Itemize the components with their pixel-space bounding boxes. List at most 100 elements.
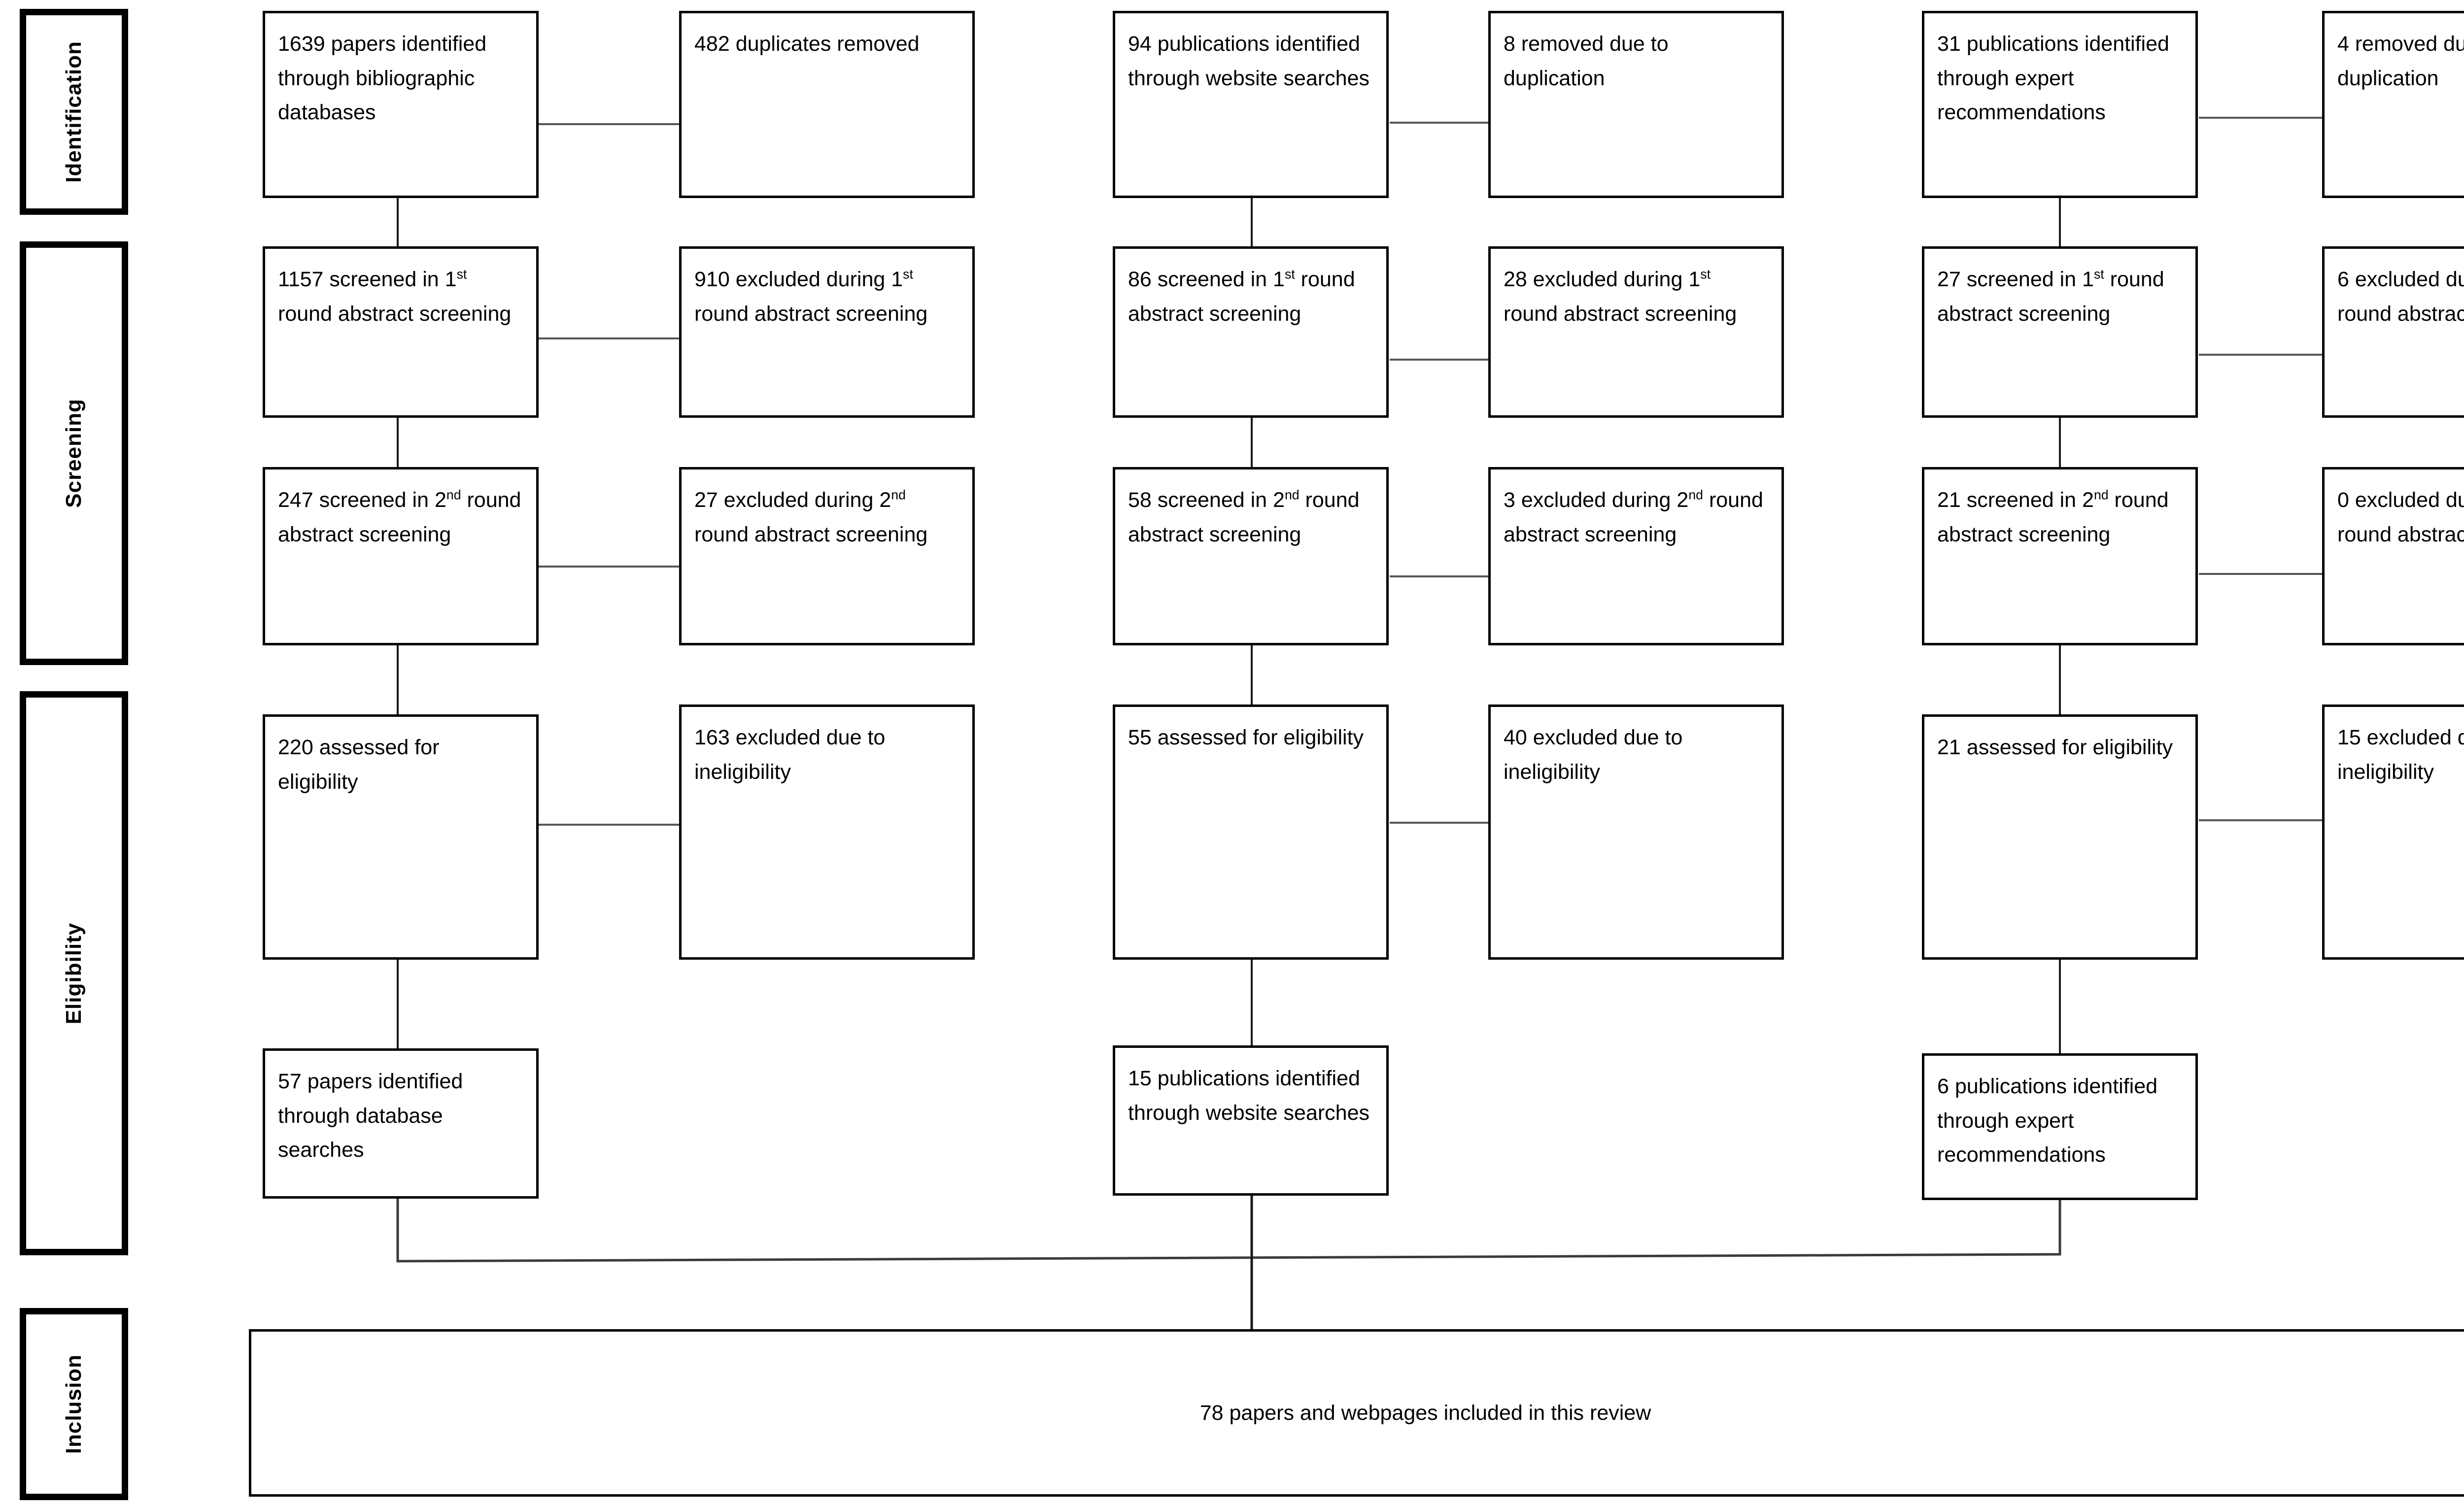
connector-s1-to-s2-experts — [2059, 418, 2061, 467]
node-screening1-databases: 1157 screened in 1st round abstract scre… — [263, 246, 539, 418]
node-screening1-experts-excluded: 6 excluded during 1st round abstract scr… — [2322, 246, 2464, 418]
node-text: 27 excluded during 2nd round abstract sc… — [694, 483, 959, 552]
node-text-ordinal-suffix: st — [456, 267, 467, 282]
node-text-suffix: round abstract screening — [1128, 268, 1355, 326]
node-text-ordinal-suffix: nd — [1284, 487, 1300, 503]
node-text-prefix: 247 screened in — [278, 488, 435, 512]
node-text: 28 excluded during 1st round abstract sc… — [1504, 263, 1769, 331]
node-text-prefix: 21 screened in — [1937, 488, 2083, 512]
node-text-ordinal-suffix: nd — [2093, 487, 2109, 503]
node-eligibility-websites: 55 assessed for eligibility — [1113, 704, 1389, 960]
connector-s2-to-el-databases — [397, 645, 399, 714]
node-text-suffix: round abstract screening — [278, 302, 512, 326]
node-screening1-databases-excluded: 910 excluded during 1st round abstract s… — [679, 246, 975, 418]
connector-id-to-s1-websites — [1251, 197, 1253, 246]
connector-s1-to-s2-websites — [1251, 418, 1253, 467]
connector-s2-to-el-websites — [1251, 645, 1253, 714]
connector-el-to-final-websites — [1251, 960, 1253, 1048]
connector-el-to-final-databases — [397, 960, 399, 1048]
node-screening2-databases: 247 screened in 2nd round abstract scree… — [263, 467, 539, 645]
connector-excl-s1-websites — [1390, 359, 1488, 361]
stage-box-inclusion: Inclusion — [20, 1308, 128, 1500]
connector-excl-el-databases — [537, 824, 680, 826]
node-text-suffix: round abstract screening — [2337, 302, 2464, 326]
stage-box-screening: Screening — [20, 241, 128, 665]
node-text: 247 screened in 2nd round abstract scree… — [278, 483, 523, 552]
stage-box-identification: Identification — [20, 9, 128, 215]
connector-excl-id-databases — [537, 123, 680, 125]
node-text-ordinal-suffix: nd — [891, 487, 906, 503]
node-text-ordinal-suffix: nd — [446, 487, 461, 503]
connector-excl-s2-databases — [537, 566, 680, 568]
connector-id-to-s1-databases — [397, 197, 399, 246]
node-text-prefix: 0 excluded during — [2337, 488, 2464, 512]
node-text-suffix: round abstract screening — [694, 522, 928, 546]
node-text-suffix: round abstract screening — [694, 302, 928, 326]
node-text: 94 publications identified through websi… — [1128, 32, 1370, 90]
node-identification-experts: 31 publications identified through exper… — [1922, 11, 2198, 198]
node-text: 21 screened in 2nd round abstract screen… — [1937, 483, 2183, 552]
stage-label-screening: Screening — [62, 399, 86, 508]
node-screening2-experts: 21 screened in 2nd round abstract screen… — [1922, 467, 2198, 645]
node-text: 8 removed due to duplication — [1504, 32, 1669, 90]
node-text-prefix: 27 screened in — [1937, 268, 2083, 291]
node-text: 482 duplicates removed — [694, 32, 920, 56]
connector-excl-el-experts — [2199, 819, 2322, 821]
connector-excl-el-websites — [1390, 822, 1488, 824]
node-text-ordinal: 2 — [434, 488, 446, 512]
node-text: 6 publications identified through expert… — [1937, 1074, 2158, 1167]
node-final-experts: 6 publications identified through expert… — [1922, 1053, 2198, 1200]
node-text-suffix: round abstract screening — [278, 488, 521, 546]
node-text-prefix: 910 excluded during — [694, 268, 891, 291]
node-text-ordinal-suffix: st — [1284, 267, 1295, 282]
node-identification-experts-excluded: 4 removed due to duplication — [2322, 11, 2464, 198]
node-eligibility-databases-excluded: 163 excluded due to ineligibility — [679, 704, 975, 960]
node-text: 15 publications identified through websi… — [1128, 1067, 1370, 1125]
node-screening1-websites-excluded: 28 excluded during 1st round abstract sc… — [1488, 246, 1784, 418]
node-text-prefix: 28 excluded during — [1504, 268, 1689, 291]
node-text: 910 excluded during 1st round abstract s… — [694, 263, 959, 331]
stage-label-identification: Identification — [62, 41, 86, 183]
node-text-ordinal: 1 — [1273, 268, 1285, 291]
node-text-suffix: round abstract screening — [1937, 488, 2169, 546]
node-text-ordinal: 2 — [1677, 488, 1689, 512]
node-text: 15 excluded due to ineligibility — [2337, 726, 2464, 784]
node-text-suffix: round abstract screening — [1128, 488, 1360, 546]
node-text-ordinal-suffix: st — [2093, 267, 2104, 282]
node-identification-databases: 1639 papers identified through bibliogra… — [263, 11, 539, 198]
node-text-ordinal: 1 — [445, 268, 457, 291]
node-screening2-databases-excluded: 27 excluded during 2nd round abstract sc… — [679, 467, 975, 645]
node-text-ordinal: 2 — [2082, 488, 2094, 512]
node-text: 57 papers identified through database se… — [278, 1070, 463, 1162]
connector-id-to-s1-experts — [2059, 197, 2061, 246]
node-text: 21 assessed for eligibility — [1937, 736, 2173, 759]
node-text-suffix: round abstract screening — [2337, 522, 2464, 546]
connector-excl-s2-experts — [2199, 573, 2322, 575]
node-identification-websites-excluded: 8 removed due to duplication — [1488, 11, 1784, 198]
node-text: 55 assessed for eligibility — [1128, 726, 1364, 749]
connector-el-to-final-experts — [2059, 960, 2061, 1053]
inclusion-banner-text: 78 papers and webpages included in this … — [1199, 1401, 1651, 1425]
stage-box-eligibility: Eligibility — [20, 691, 128, 1255]
node-eligibility-experts-excluded: 15 excluded due to ineligibility — [2322, 704, 2464, 960]
connector-excl-s1-databases — [537, 337, 680, 339]
node-text-ordinal-suffix: st — [903, 267, 913, 282]
node-text-prefix: 1157 screened in — [278, 268, 445, 291]
node-text-suffix: round abstract screening — [1504, 488, 1763, 546]
node-text: 31 publications identified through exper… — [1937, 32, 2169, 125]
node-text: 86 screened in 1st round abstract screen… — [1128, 263, 1373, 331]
node-text-ordinal: 1 — [1688, 268, 1701, 291]
node-screening2-websites: 58 screened in 2nd round abstract screen… — [1113, 467, 1389, 645]
node-text: 1157 screened in 1st round abstract scre… — [278, 263, 523, 331]
node-text: 1639 papers identified through bibliogra… — [278, 32, 487, 125]
node-text: 6 excluded during 1st round abstract scr… — [2337, 263, 2464, 331]
connector-s2-to-el-experts — [2059, 645, 2061, 714]
node-final-databases: 57 papers identified through database se… — [263, 1048, 539, 1199]
node-text-ordinal: 1 — [2082, 268, 2094, 291]
node-final-websites: 15 publications identified through websi… — [1113, 1045, 1389, 1196]
node-text: 58 screened in 2nd round abstract screen… — [1128, 483, 1373, 552]
node-text: 27 screened in 1st round abstract screen… — [1937, 263, 2183, 331]
node-screening1-websites: 86 screened in 1st round abstract screen… — [1113, 246, 1389, 418]
node-text: 40 excluded due to ineligibility — [1504, 726, 1683, 784]
node-text: 0 excluded during 2nd round abstract scr… — [2337, 483, 2464, 552]
